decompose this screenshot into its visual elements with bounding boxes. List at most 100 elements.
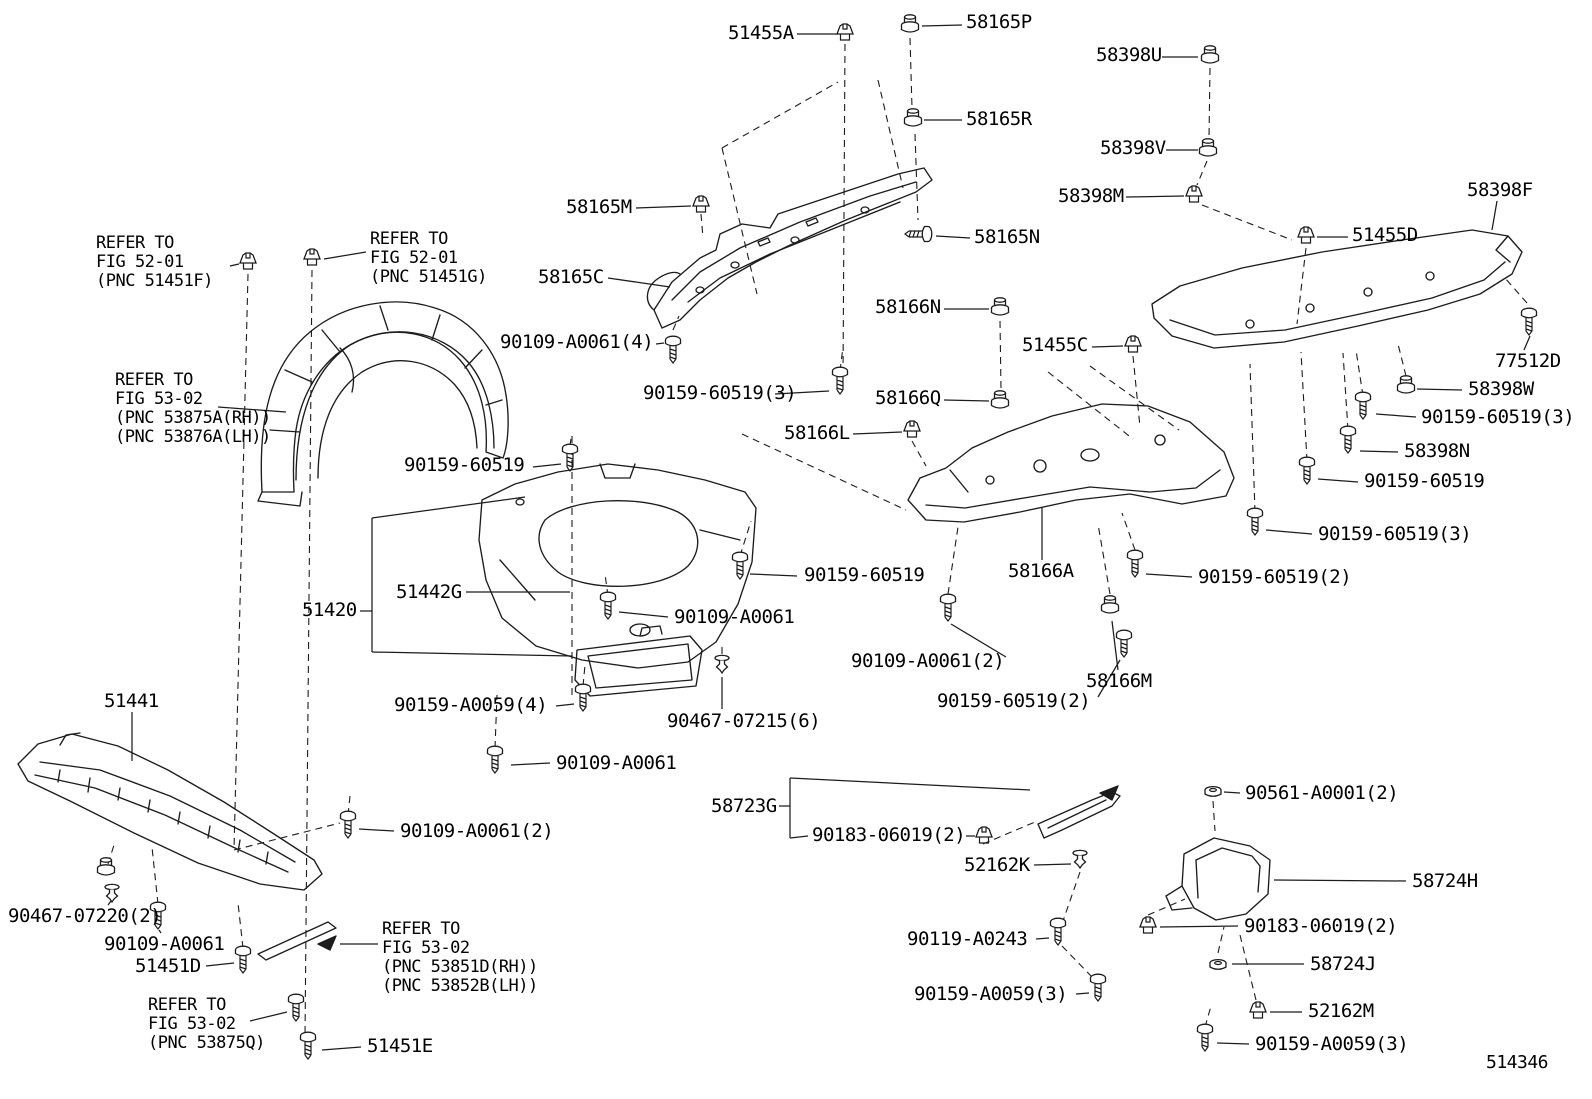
part-label-90159-60519-3-right2: 90159-60519(3) bbox=[1318, 523, 1472, 545]
screw-icon bbox=[831, 366, 849, 395]
part-label-90109-A0061-2-mid: 90109-A0061(2) bbox=[851, 650, 1005, 672]
screw-icon bbox=[339, 810, 357, 839]
clip-icon bbox=[1297, 226, 1315, 244]
clip-icon bbox=[303, 248, 321, 266]
grommet-icon bbox=[1200, 45, 1220, 64]
screw-icon bbox=[1049, 917, 1067, 946]
part-label-90109-A0061-mid: 90109-A0061 bbox=[674, 606, 795, 628]
part-label-90159-A0059-3-br: 90159-A0059(3) bbox=[1255, 1033, 1409, 1055]
part-label-90467-07215-6: 90467-07215(6) bbox=[667, 710, 821, 732]
clip-icon bbox=[1124, 335, 1142, 353]
part-label-58724H: 58724H bbox=[1412, 870, 1478, 892]
part-label-90159-60519-mid: 90159-60519 bbox=[404, 454, 525, 476]
screw-icon bbox=[1196, 1023, 1214, 1052]
part-label-90109-A0061-low: 90109-A0061 bbox=[556, 752, 677, 774]
screw-icon bbox=[299, 1031, 317, 1060]
clip-icon bbox=[239, 252, 257, 270]
part-label-52162K: 52162K bbox=[964, 854, 1030, 876]
part-label-58398V: 58398V bbox=[1100, 137, 1166, 159]
part-label-90159-60519-3-left: 90159-60519(3) bbox=[643, 382, 797, 404]
part-label-90159-60519-2-right: 90159-60519(2) bbox=[1198, 566, 1352, 588]
grommet-icon bbox=[96, 857, 116, 876]
part-label-90183-06019-2-right: 90183-06019(2) bbox=[1244, 915, 1398, 937]
push-clip-icon bbox=[1072, 849, 1088, 869]
diagram-number: 514346 bbox=[1486, 1052, 1549, 1073]
drawing-bracket-58723G bbox=[1037, 785, 1121, 839]
clip-icon bbox=[1139, 916, 1157, 934]
note-refer-fig53-02-53851D: REFER TO FIG 53-02 (PNC 53851D(RH)) (PNC… bbox=[382, 919, 538, 996]
grommet-icon bbox=[900, 14, 920, 33]
drawing-cowl-top-side-panel bbox=[646, 167, 933, 329]
screw-icon bbox=[1089, 973, 1107, 1002]
part-label-90109-A0061-4: 90109-A0061(4) bbox=[500, 331, 654, 353]
screw-icon bbox=[1520, 307, 1538, 336]
screw-icon bbox=[599, 591, 617, 620]
part-label-58398N: 58398N bbox=[1404, 440, 1470, 462]
note-refer-fig53-02-53875Q: REFER TO FIG 53-02 (PNC 53875Q) bbox=[148, 995, 265, 1053]
part-label-51455C: 51455C bbox=[1022, 334, 1088, 356]
part-label-90159-60519-center: 90159-60519 bbox=[804, 564, 925, 586]
grommet-icon bbox=[903, 108, 923, 127]
part-label-58166A: 58166A bbox=[1008, 560, 1074, 582]
grommet-icon bbox=[990, 297, 1010, 316]
part-label-58398W: 58398W bbox=[1468, 378, 1534, 400]
part-label-51455D: 51455D bbox=[1352, 224, 1418, 246]
screw-icon bbox=[731, 551, 749, 580]
part-label-58166M: 58166M bbox=[1086, 670, 1152, 692]
screw-icon bbox=[664, 335, 682, 364]
part-label-58165R: 58165R bbox=[966, 108, 1032, 130]
part-label-90561-A0001-2: 90561-A0001(2) bbox=[1245, 782, 1399, 804]
screw-icon bbox=[1115, 629, 1133, 658]
screw-icon bbox=[1298, 456, 1316, 485]
drawing-front-spoiler bbox=[17, 732, 323, 891]
note-refer-fig52-01-51451F: REFER TO FIG 52-01 (PNC 51451F) bbox=[96, 233, 213, 291]
part-label-58398U: 58398U bbox=[1096, 44, 1162, 66]
grommet-icon bbox=[990, 390, 1010, 409]
part-label-77512D: 77512D bbox=[1495, 350, 1561, 372]
part-label-58398F: 58398F bbox=[1467, 179, 1533, 201]
screw-icon bbox=[574, 683, 592, 712]
part-label-90159-60519-2-bottom: 90159-60519(2) bbox=[937, 690, 1091, 712]
drawing-fender-liner bbox=[257, 301, 509, 507]
part-label-58166Q: 58166Q bbox=[875, 387, 941, 409]
part-label-90119-A0243: 90119-A0243 bbox=[907, 928, 1028, 950]
leader-lines bbox=[107, 24, 1531, 1051]
part-label-90159-A0059-3-mid: 90159-A0059(3) bbox=[914, 983, 1068, 1005]
part-label-51441: 51441 bbox=[104, 690, 159, 712]
nut-icon bbox=[1209, 958, 1227, 970]
grommet-icon bbox=[1396, 375, 1416, 394]
drawing-under-cover-tray bbox=[574, 625, 703, 697]
part-label-51442G: 51442G bbox=[396, 581, 462, 603]
screw-icon bbox=[1246, 507, 1264, 536]
part-label-58165C: 58165C bbox=[538, 266, 604, 288]
screw-icon bbox=[939, 593, 957, 622]
push-clip-icon bbox=[714, 654, 730, 674]
part-label-90467-07220-2: 90467-07220(2) bbox=[8, 905, 162, 927]
part-label-90183-06019-2-left: 90183-06019(2) bbox=[812, 824, 966, 846]
clip-icon bbox=[1249, 1001, 1267, 1019]
part-label-58165N: 58165N bbox=[974, 226, 1040, 248]
screw-icon bbox=[1126, 549, 1144, 578]
push-clip-icon bbox=[104, 883, 120, 903]
drawing-floor-side-cover bbox=[1151, 229, 1523, 349]
part-label-90159-A0059-4: 90159-A0059(4) bbox=[394, 694, 548, 716]
drawing-engine-under-cover-center bbox=[478, 463, 757, 669]
clip-icon bbox=[975, 826, 993, 844]
part-label-51420: 51420 bbox=[302, 599, 357, 621]
drawing-strip-51451D bbox=[257, 921, 337, 961]
screw-icon bbox=[486, 745, 504, 774]
part-label-58166L: 58166L bbox=[784, 422, 850, 444]
part-label-58165P: 58165P bbox=[966, 11, 1032, 33]
part-label-58724J: 58724J bbox=[1310, 953, 1376, 975]
note-refer-fig53-02-53875A: REFER TO FIG 53-02 (PNC 53875A(RH)) (PNC… bbox=[115, 370, 271, 447]
part-label-90159-60519-right: 90159-60519 bbox=[1364, 470, 1485, 492]
grommet-icon bbox=[1100, 595, 1120, 614]
screw-icon bbox=[561, 443, 579, 472]
note-refer-fig52-01-51451G: REFER TO FIG 52-01 (PNC 51451G) bbox=[370, 229, 487, 287]
part-label-90109-A0061-bl: 90109-A0061 bbox=[104, 933, 225, 955]
clip-icon bbox=[903, 420, 921, 438]
clip-icon bbox=[836, 23, 854, 41]
part-label-52162M: 52162M bbox=[1308, 1000, 1374, 1022]
